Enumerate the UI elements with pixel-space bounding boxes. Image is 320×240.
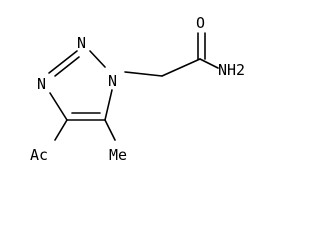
atom-label-acetyl: Ac xyxy=(30,146,48,164)
atom-label-n3: N xyxy=(37,75,46,93)
bond-n2-n3-inner xyxy=(54,56,80,77)
bond-n1-n2 xyxy=(89,50,106,68)
atom-label-n1: N xyxy=(108,72,117,90)
atom-label-oxygen: O xyxy=(196,14,205,32)
bond-n1-ch2 xyxy=(124,71,163,77)
structure-diagram: N N N O NH2 Ac Me xyxy=(30,14,245,164)
bond-n3-c4 xyxy=(49,92,68,121)
atom-label-n2: N xyxy=(77,34,86,52)
atom-label-methyl: Me xyxy=(109,146,127,164)
bond-c4-acetyl xyxy=(54,119,68,141)
bond-carbonyl-nh2 xyxy=(199,58,219,69)
atom-label-amide-nh2: NH2 xyxy=(218,61,245,79)
bond-n2-n3-outer xyxy=(48,50,78,74)
bond-c5-n1 xyxy=(104,89,113,121)
bond-ch2-carbonyl xyxy=(161,58,201,77)
bond-c5-methyl xyxy=(104,119,116,141)
